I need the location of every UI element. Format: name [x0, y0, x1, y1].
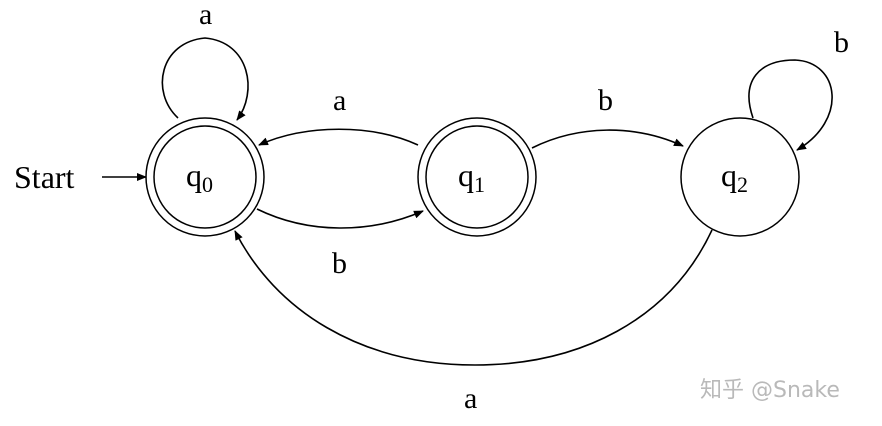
state-q1-inner-ring — [425, 125, 529, 229]
state-q1: q1 — [417, 117, 537, 237]
transition-q0-q1-b — [256, 208, 424, 229]
transition-q1-q0-label: a — [333, 84, 346, 117]
state-q0-label: q0 — [186, 157, 213, 197]
transition-q1-q2-b — [531, 129, 684, 149]
state-q0: q0 — [145, 117, 265, 237]
transition-q2-q0-a — [234, 229, 713, 366]
transition-q0-q1-label: b — [332, 247, 347, 280]
state-q2-ring — [680, 117, 800, 237]
transition-q2-q0-label: a — [464, 382, 477, 415]
state-q0-outer-ring — [145, 117, 265, 237]
transition-q0-q0-a — [161, 37, 249, 121]
transition-q1-q2-label: b — [598, 84, 613, 117]
state-q2-label: q2 — [721, 157, 748, 197]
start-label: Start — [14, 159, 75, 195]
transition-q0-q0-label: a — [199, 0, 212, 31]
transition-q2-q2-b — [748, 59, 833, 151]
transition-q1-q0-a — [258, 128, 419, 146]
transition-q2-q2-label: b — [834, 26, 849, 59]
state-q2: q2 — [680, 117, 800, 237]
state-q1-outer-ring — [417, 117, 537, 237]
state-q0-inner-ring — [153, 125, 257, 229]
state-q1-label: q1 — [458, 157, 485, 197]
watermark: 知乎 @Snake — [700, 378, 840, 403]
